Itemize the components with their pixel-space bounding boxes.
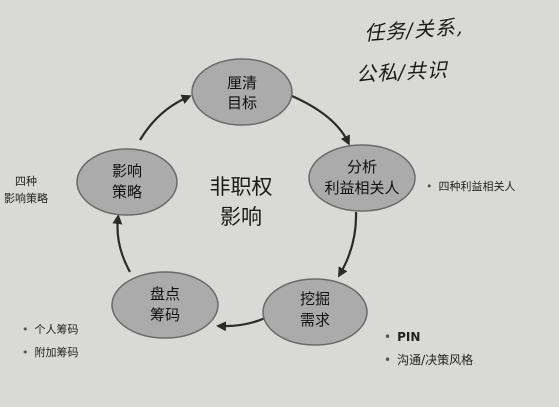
annotation-chips: • 个人筹码 • 附加筹码 [22, 318, 79, 364]
annotation-line: 附加筹码 [34, 346, 79, 359]
bullet-icon: • [384, 330, 392, 344]
center-label-line2: 影响 [220, 205, 262, 229]
annotation-needs: • PIN • 沟通/决策风格 [384, 326, 473, 372]
handwritten-note-line2: 公私/共识 [355, 57, 449, 87]
node-label: 需求 [300, 311, 330, 329]
bullet-icon: • [426, 180, 433, 193]
bullet-icon: • [22, 323, 29, 336]
bullet-icon: • [384, 353, 392, 367]
node-clarify-goals: 厘清 目标 [191, 58, 293, 126]
annotation-stakeholders: • 四种利益相关人 [426, 178, 516, 194]
annotation-line: 影响策略 [4, 192, 48, 205]
node-label: 挖掘 [300, 290, 330, 308]
arrow-stakeholders-to-needs [337, 211, 358, 278]
annotation-line: 四种 [15, 175, 37, 188]
bullet-icon: • [22, 346, 29, 359]
node-label: 策略 [112, 183, 142, 201]
node-label: 分析 [347, 158, 377, 176]
arrow-strategy-to-goals [139, 94, 192, 141]
annotation-line: 个人筹码 [34, 323, 79, 336]
node-label: 目标 [227, 94, 257, 112]
node-label: 筹码 [150, 306, 180, 324]
annotation-influence-strategy: 四种 影响策略 [4, 173, 48, 207]
arrow-chips-to-strategy [112, 214, 131, 273]
node-label: 厘清 [227, 74, 257, 92]
node-analyze-stakeholders: 分析 利益相关人 [308, 144, 416, 212]
center-label-line1: 非职权 [210, 175, 273, 199]
node-inventory-chips: 盘点 筹码 [111, 271, 219, 339]
node-dig-needs: 挖掘 需求 [262, 278, 368, 346]
arrow-goals-to-stakeholders [291, 94, 350, 146]
arrow-needs-to-chips [216, 316, 266, 332]
node-influence-strategy: 影响 策略 [76, 148, 178, 216]
annotation-line: PIN [397, 330, 421, 344]
annotation-line: 沟通/决策风格 [397, 353, 474, 367]
node-label: 盘点 [150, 285, 180, 303]
node-label: 影响 [112, 162, 142, 180]
annotation-line: 四种利益相关人 [438, 180, 516, 193]
node-label: 利益相关人 [324, 179, 399, 197]
